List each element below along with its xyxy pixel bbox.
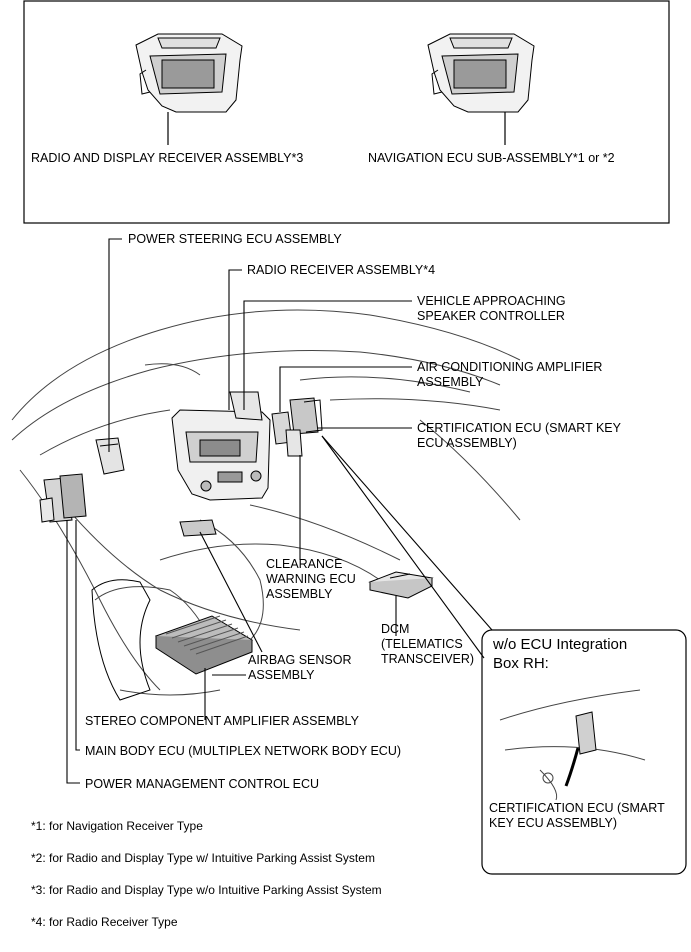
ac-amplifier-drawing <box>271 397 323 457</box>
footnote-1: *1: for Navigation Receiver Type <box>31 819 203 833</box>
footnote-3: *3: for Radio and Display Type w/o Intui… <box>31 883 382 897</box>
navigation-ecu-label: NAVIGATION ECU SUB-ASSEMBLY*1 or *2 <box>368 151 615 165</box>
power-steering-ecu-drawing <box>95 437 125 475</box>
inset-title: w/o ECU Integration Box RH: <box>493 636 628 672</box>
clearance-warning-ecu-label: CLEARANCE WARNING ECU ASSEMBLY <box>266 557 356 601</box>
navigation-ecu-drawing <box>427 33 535 145</box>
main-body-ecu-label: MAIN BODY ECU (MULTIPLEX NETWORK BODY EC… <box>85 744 402 758</box>
power-steering-ecu-label: POWER STEERING ECU ASSEMBLY <box>128 232 342 246</box>
stereo-amplifier-drawing <box>154 615 254 675</box>
footnote-2: *2: for Radio and Display Type w/ Intuit… <box>31 851 375 865</box>
air-conditioning-amplifier-label: AIR CONDITIONING AMPLIFIER ASSEMBLY <box>417 360 603 389</box>
inset-frame <box>481 629 687 875</box>
radio-receiver-drawing <box>171 391 271 501</box>
radio-display-receiver-drawing <box>135 33 243 145</box>
top-panel-frame <box>23 0 670 224</box>
inset-drawing <box>499 689 646 801</box>
inset-certification-ecu-label: CERTIFICATION ECU (SMART KEY ECU ASSEMBL… <box>489 801 665 830</box>
leader-lines <box>66 238 493 784</box>
dcm-drawing <box>368 571 434 599</box>
radio-receiver-label: RADIO RECEIVER ASSEMBLY*4 <box>247 263 436 277</box>
seat-outline <box>91 579 151 701</box>
dcm-label: DCM (TELEMATICS TRANSCEIVER) <box>381 622 475 666</box>
radio-display-receiver-label: RADIO AND DISPLAY RECEIVER ASSEMBLY*3 <box>31 151 304 165</box>
airbag-sensor-label: AIRBAG SENSOR ASSEMBLY <box>248 653 352 682</box>
certification-ecu-label: CERTIFICATION ECU (SMART KEY ECU ASSEMBL… <box>417 421 621 450</box>
clearance-warning-ecu-drawing <box>179 519 217 537</box>
footnote-4: *4: for Radio Receiver Type <box>31 915 178 929</box>
main-body-ecu-drawing <box>39 473 87 523</box>
power-management-ecu-label: POWER MANAGEMENT CONTROL ECU <box>85 777 320 791</box>
stereo-amplifier-label: STEREO COMPONENT AMPLIFIER ASSEMBLY <box>85 714 359 728</box>
vehicle-approaching-speaker-label: VEHICLE APPROACHING SPEAKER CONTROLLER <box>417 294 566 323</box>
